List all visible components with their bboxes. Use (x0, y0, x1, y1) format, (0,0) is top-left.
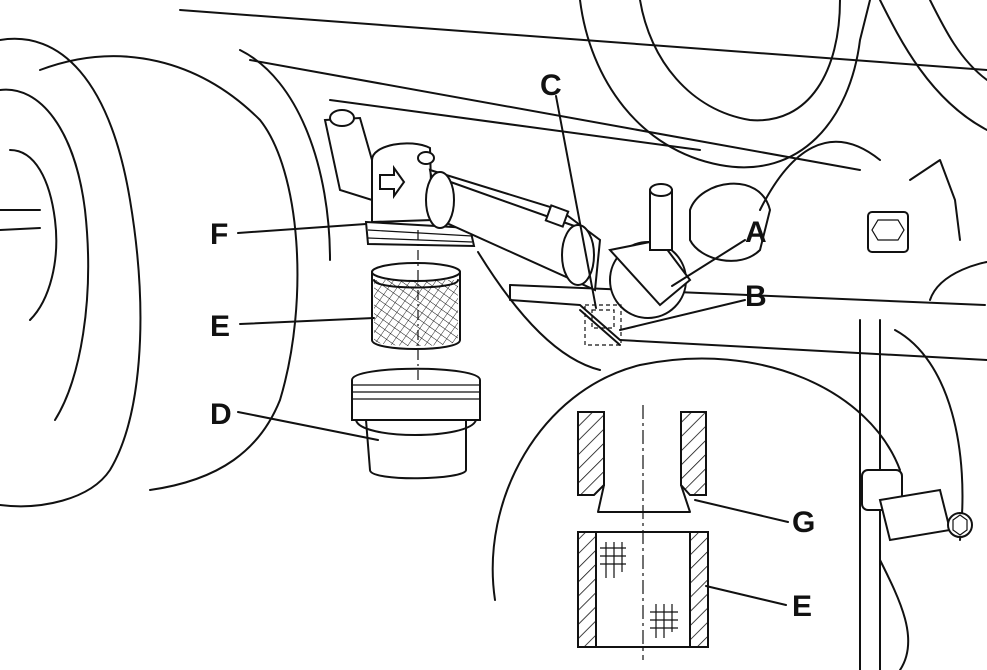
callout-f: F (210, 218, 228, 251)
flow-direction-arrow-icon (379, 164, 406, 200)
callout-a: A (745, 216, 767, 249)
chassis-frame (179, 0, 987, 171)
callout-c: C (540, 69, 562, 102)
callout-e-detail: E (792, 590, 812, 623)
motor-housing-left (0, 37, 331, 508)
callout-b: B (745, 280, 767, 313)
leader-lines (237, 95, 789, 606)
callout-g: G (792, 506, 815, 539)
valve-a (608, 140, 909, 319)
filter-cup-d (351, 367, 481, 480)
connecting-pipe (425, 168, 602, 292)
sensor-block (584, 304, 622, 346)
filter-tee-housing (323, 109, 476, 248)
filter-mesh-e-upper (371, 262, 461, 350)
detail-view (477, 251, 901, 660)
callout-e-upper: E (210, 310, 230, 343)
hex-socket-icon (871, 219, 905, 241)
callout-d: D (210, 398, 232, 431)
right-side-assembly (859, 159, 987, 670)
